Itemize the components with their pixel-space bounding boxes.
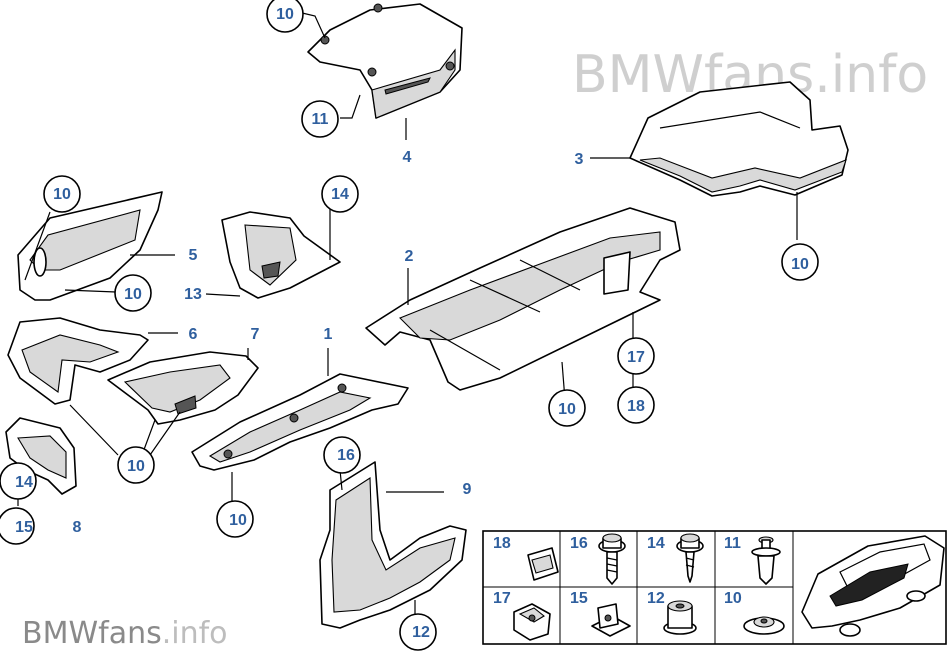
svg-text:17: 17 bbox=[627, 349, 645, 366]
fastener-legend: 18 16 14 11 17 15 12 10 bbox=[482, 530, 947, 645]
part-4-heat-shield bbox=[307, 3, 463, 119]
callout-10-part2: 10 bbox=[548, 389, 586, 427]
bolt-16-icon bbox=[598, 533, 626, 585]
svg-text:10: 10 bbox=[558, 401, 576, 418]
callout-8: 8 bbox=[73, 519, 82, 536]
callout-6: 6 bbox=[189, 326, 198, 343]
svg-text:14: 14 bbox=[331, 186, 349, 203]
nut-12-icon bbox=[663, 600, 697, 635]
callout-1: 1 bbox=[324, 326, 333, 343]
callout-14-part13: 14 bbox=[321, 175, 359, 213]
callout-3: 3 bbox=[575, 151, 584, 168]
legend-10: 10 bbox=[724, 590, 742, 607]
svg-text:10: 10 bbox=[229, 512, 247, 529]
callout-10-part5-bottom: 10 bbox=[114, 274, 152, 312]
legend-15: 15 bbox=[570, 590, 588, 607]
callout-7: 7 bbox=[251, 326, 260, 343]
callout-11-top: 11 bbox=[301, 100, 339, 138]
callout-17: 17 bbox=[617, 337, 655, 375]
svg-text:14: 14 bbox=[15, 474, 33, 491]
svg-text:15: 15 bbox=[15, 519, 33, 536]
legend-18: 18 bbox=[493, 535, 511, 552]
part-6-shield bbox=[7, 317, 149, 405]
part-5-side-shield bbox=[17, 191, 163, 301]
callout-2: 2 bbox=[405, 248, 414, 265]
svg-text:12: 12 bbox=[412, 624, 430, 641]
callout-10-part6-7: 10 bbox=[117, 446, 155, 484]
svg-text:16: 16 bbox=[337, 447, 355, 464]
part-9-shield bbox=[319, 461, 467, 629]
svg-text:10: 10 bbox=[127, 458, 145, 475]
leader-lines bbox=[17, 11, 798, 614]
callout-10-part1: 10 bbox=[216, 500, 254, 538]
clip-18-icon bbox=[527, 547, 559, 581]
clip-17-icon bbox=[513, 603, 551, 641]
part-1-shield bbox=[191, 373, 409, 471]
part-7-shield bbox=[107, 351, 259, 425]
callout-18: 18 bbox=[617, 386, 655, 424]
svg-text:10: 10 bbox=[276, 6, 294, 23]
part-8-shield bbox=[5, 417, 77, 495]
svg-text:10: 10 bbox=[124, 286, 142, 303]
legend-14: 14 bbox=[647, 535, 665, 552]
callout-5: 5 bbox=[189, 247, 198, 264]
callout-12-part9: 12 bbox=[399, 613, 437, 651]
legend-17: 17 bbox=[493, 590, 511, 607]
screw-14-icon bbox=[676, 533, 704, 583]
legend-11: 11 bbox=[724, 535, 741, 552]
svg-text:10: 10 bbox=[791, 256, 809, 273]
callout-13: 13 bbox=[184, 286, 202, 303]
part-2-tunnel-shield bbox=[365, 207, 681, 391]
callout-16-part9: 16 bbox=[323, 436, 361, 474]
callout-15-part8: 15 bbox=[0, 507, 35, 545]
callout-4: 4 bbox=[403, 149, 412, 166]
svg-text:11: 11 bbox=[312, 111, 329, 128]
part-13-shield bbox=[221, 211, 341, 299]
callout-14-part8: 14 bbox=[0, 462, 37, 500]
rivet-11-icon bbox=[751, 536, 781, 585]
watermark-bottom: BMWfans.info bbox=[22, 616, 228, 651]
part-3-heat-shield bbox=[629, 81, 849, 197]
car-location-icon bbox=[801, 535, 945, 637]
legend-16: 16 bbox=[570, 535, 588, 552]
svg-text:18: 18 bbox=[627, 398, 645, 415]
legend-12: 12 bbox=[647, 590, 665, 607]
callout-10-top: 10 bbox=[266, 0, 304, 33]
nut-15-icon bbox=[591, 603, 631, 637]
callout-10-part5-top: 10 bbox=[43, 175, 81, 213]
callout-10-part3: 10 bbox=[781, 243, 819, 281]
speed-nut-10-icon bbox=[743, 616, 785, 635]
callout-9: 9 bbox=[463, 481, 472, 498]
svg-text:10: 10 bbox=[53, 186, 71, 203]
